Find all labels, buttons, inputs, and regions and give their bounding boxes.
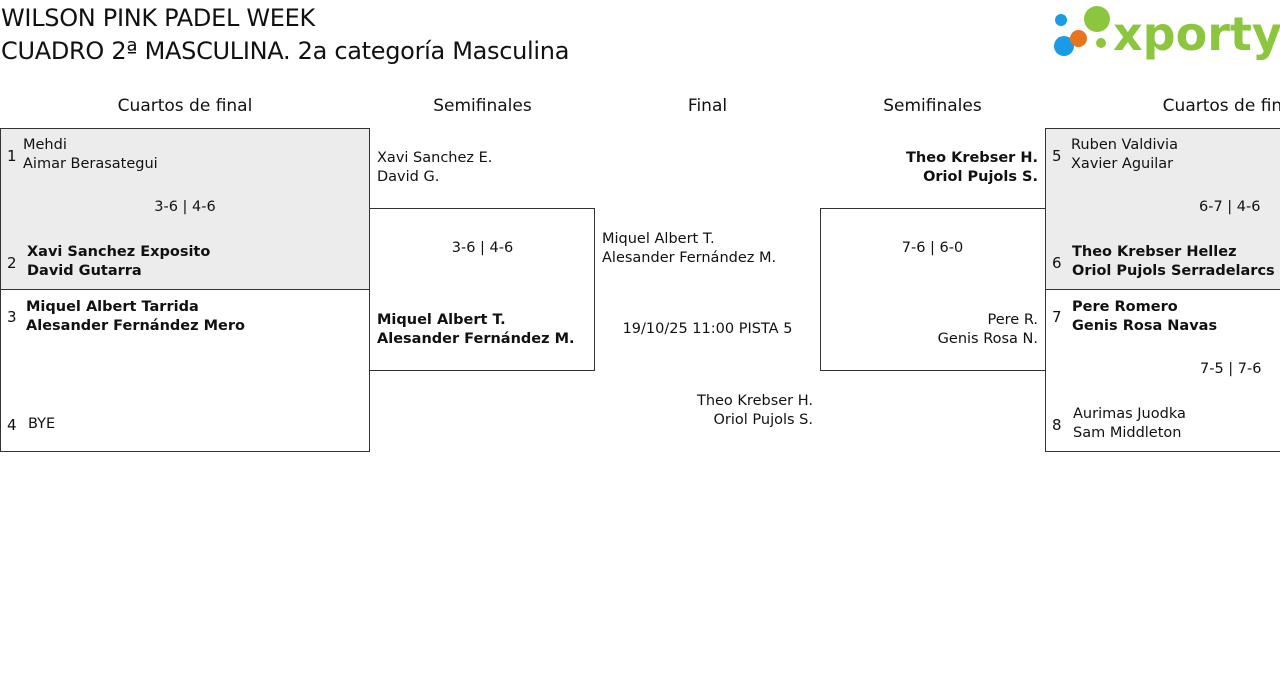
player-name: Pere R.: [987, 312, 1039, 328]
seed-number: 4: [7, 416, 17, 434]
logo-blue-dot: [1054, 36, 1074, 56]
player-name: Aurimas Juodka: [1073, 406, 1186, 422]
player-name: Genis Rosa N.: [937, 331, 1038, 347]
match-score: 3-6 | 4-6: [154, 199, 216, 215]
qf-match-4[interactable]: [1045, 289, 1280, 452]
seed-number: 1: [7, 147, 17, 165]
xporty-logo: xporty: [1050, 4, 1280, 68]
player-name-winner: Theo Krebser H.: [906, 150, 1038, 166]
player-name: Xavi Sanchez E.: [377, 150, 493, 166]
player-name-winner: Miquel Albert Tarrida: [26, 299, 199, 315]
player-name-winner: Oriol Pujols S.: [923, 169, 1038, 185]
logo-orange-dot: [1070, 30, 1087, 47]
player-name-winner: Alesander Fernández Mero: [26, 318, 245, 334]
final-schedule: 19/10/25 11:00 PISTA 5: [622, 321, 793, 337]
player-name-winner: Alesander Fernández M.: [377, 331, 575, 347]
player-name: Aimar Berasategui: [23, 156, 158, 172]
draw-subtitle: CUADRO 2ª MASCULINA. 2a categoría Mascul…: [1, 37, 570, 65]
seed-number: 2: [7, 254, 17, 272]
logo-small-green-dot: [1096, 38, 1106, 48]
logo-green-dot: [1084, 6, 1110, 32]
player-name-winner: David Gutarra: [27, 263, 142, 279]
player-name: Theo Krebser H.: [696, 393, 813, 409]
player-name-winner: Pere Romero: [1072, 299, 1178, 315]
event-title: WILSON PINK PADEL WEEK: [1, 4, 315, 32]
sf-left-match[interactable]: [369, 208, 595, 371]
player-name-bye: BYE: [28, 416, 56, 432]
player-name: Miquel Albert T.: [602, 231, 715, 247]
seed-number: 7: [1052, 308, 1062, 326]
player-name: David G.: [377, 169, 440, 185]
seed-number: 5: [1052, 147, 1062, 165]
player-name: Alesander Fernández M.: [602, 250, 777, 266]
logo-text: xporty: [1113, 7, 1280, 61]
match-score: 6-7 | 4-6: [1199, 199, 1261, 215]
match-score: 3-6 | 4-6: [451, 240, 514, 256]
match-score: 7-5 | 7-6: [1200, 361, 1262, 377]
col-left-semifinals: Semifinales: [433, 96, 532, 116]
seed-number: 8: [1052, 416, 1062, 434]
player-name-winner: Miquel Albert T.: [377, 312, 506, 328]
player-name-winner: Oriol Pujols Serradelarcs: [1072, 263, 1275, 279]
col-left-quarterfinals: Cuartos de final: [117, 96, 253, 116]
player-name: Oriol Pujols S.: [713, 412, 814, 428]
col-final: Final: [687, 96, 728, 116]
player-name: Xavier Aguilar: [1071, 156, 1174, 172]
player-name-winner: Theo Krebser Hellez: [1072, 244, 1237, 260]
player-name: Mehdi: [23, 137, 67, 153]
player-name-winner: Xavi Sanchez Exposito: [27, 244, 211, 260]
player-name: Ruben Valdivia: [1071, 137, 1178, 153]
col-right-semifinals: Semifinales: [883, 96, 982, 116]
logo-small-blue-dot: [1055, 14, 1067, 26]
seed-number: 3: [7, 308, 17, 326]
match-score: 7-6 | 6-0: [901, 240, 964, 256]
seed-number: 6: [1052, 254, 1062, 272]
player-name-winner: Genis Rosa Navas: [1072, 318, 1218, 334]
player-name: Sam Middleton: [1073, 425, 1182, 441]
col-right-quarterfinals: Cuartos de final: [1162, 96, 1280, 116]
